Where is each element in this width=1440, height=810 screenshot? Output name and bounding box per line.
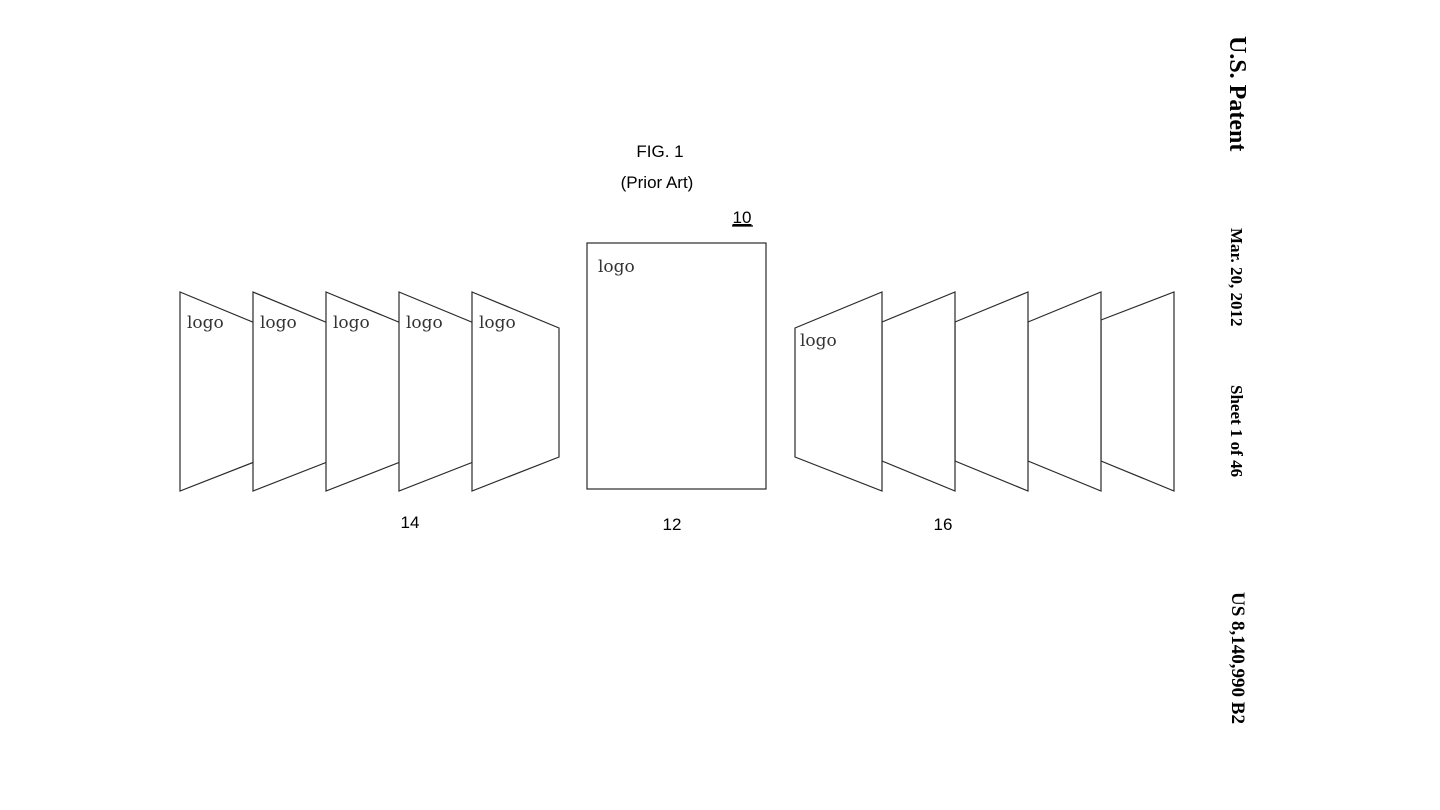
panel-logo: logo [260,313,297,333]
panel-logo: logo [479,313,516,333]
right-panel-2 [881,291,956,492]
panel-logo: logo [800,331,837,351]
patent-office-header: U.S. Patent [1224,36,1250,152]
right-panel-5 [1100,291,1175,492]
patent-date: Mar. 20, 2012 [1227,228,1246,327]
panel-logo: logo [333,313,370,333]
right-panel-1: logo [794,291,883,492]
panel-logo: logo [406,313,443,333]
left-panel-4: logo [398,291,487,492]
figure-subtitle: (Prior Art) [621,173,694,192]
left-panel-5: logo [471,291,560,492]
left-panel-3: logo [325,291,414,492]
right-panel-group: logo [794,291,1175,492]
left-panel-group: logo logo logo logo logo [179,291,560,492]
right-panel-4 [1027,291,1102,492]
panel-logo: logo [598,257,635,277]
left-panel-1: logo [179,291,268,492]
panel-logo: logo [187,313,224,333]
center-panel: logo [586,242,767,490]
label-14: 14 [401,513,420,532]
reference-numeral-10: 10 [733,208,752,227]
sheet-number: Sheet 1 of 46 [1227,385,1246,478]
label-16: 16 [934,515,953,534]
patent-number: US 8,140,990 B2 [1227,592,1248,724]
label-12: 12 [663,515,682,534]
right-panel-3 [954,291,1029,492]
figure-title: FIG. 1 [636,142,683,161]
